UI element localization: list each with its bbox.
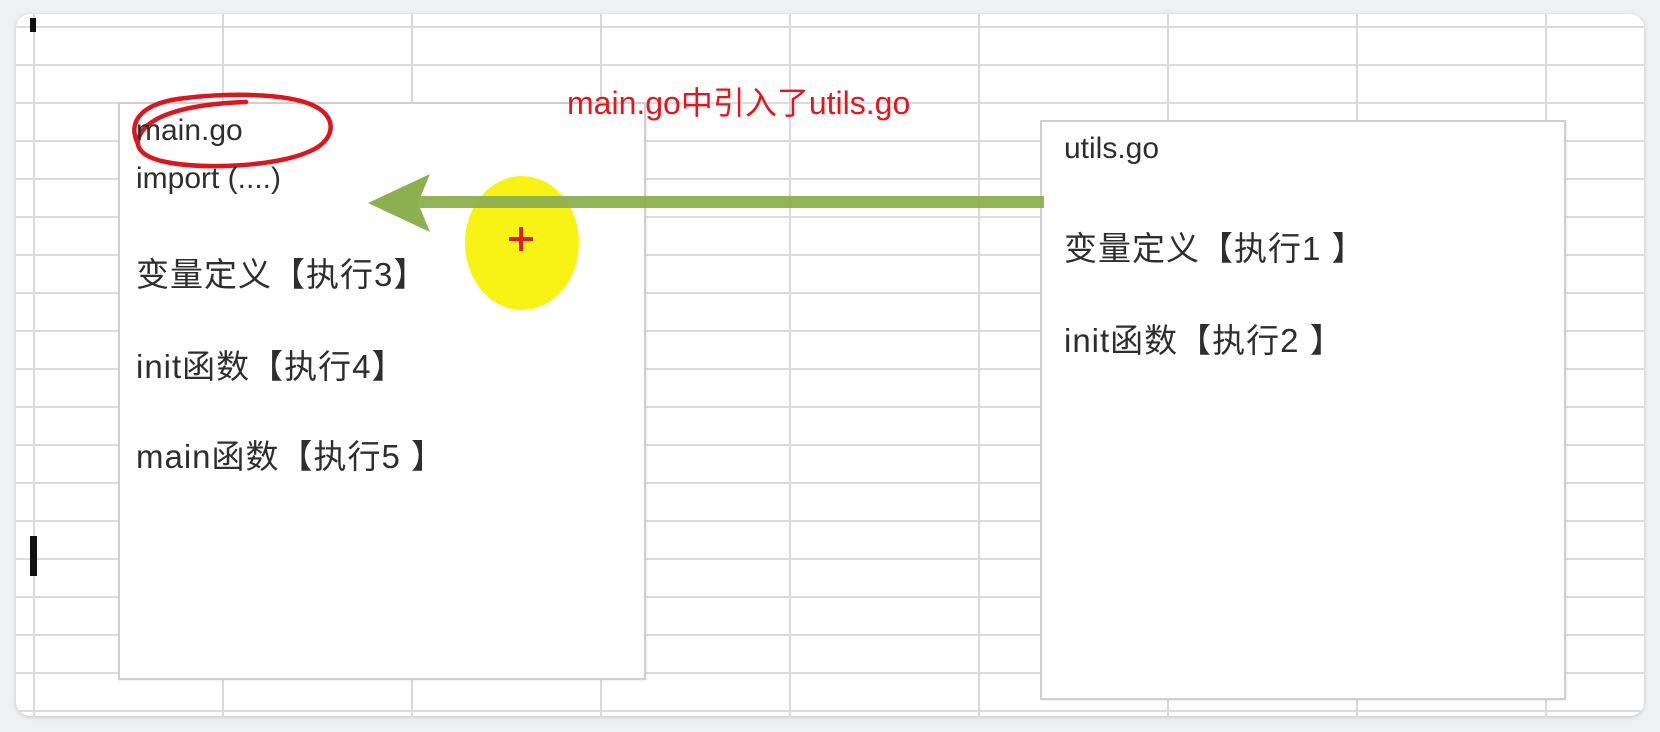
- main-go-import: import (....): [136, 162, 282, 195]
- utils-go-line-2: init函数【执行2 】: [1064, 322, 1344, 359]
- main-go-line-2: init函数【执行4】: [136, 348, 406, 385]
- main-go-title: main.go: [136, 114, 243, 147]
- utils-go-title: utils.go: [1064, 132, 1160, 165]
- utils-go-box: [1040, 120, 1566, 700]
- screenshot-frame: main.go中引入了utils.go main.go import (....…: [16, 14, 1644, 716]
- main-go-line-3: main函数【执行5 】: [136, 438, 446, 475]
- corner-mark-top: [30, 18, 36, 32]
- diagram-caption: main.go中引入了utils.go: [567, 85, 911, 121]
- arrow-left-icon: [368, 174, 1044, 232]
- utils-go-line-1: 变量定义【执行1 】: [1064, 230, 1366, 267]
- main-go-line-1: 变量定义【执行3】: [136, 256, 428, 293]
- main-go-circle: [132, 92, 333, 169]
- corner-mark-left: [30, 536, 37, 576]
- cursor-crosshair-icon: [506, 224, 536, 254]
